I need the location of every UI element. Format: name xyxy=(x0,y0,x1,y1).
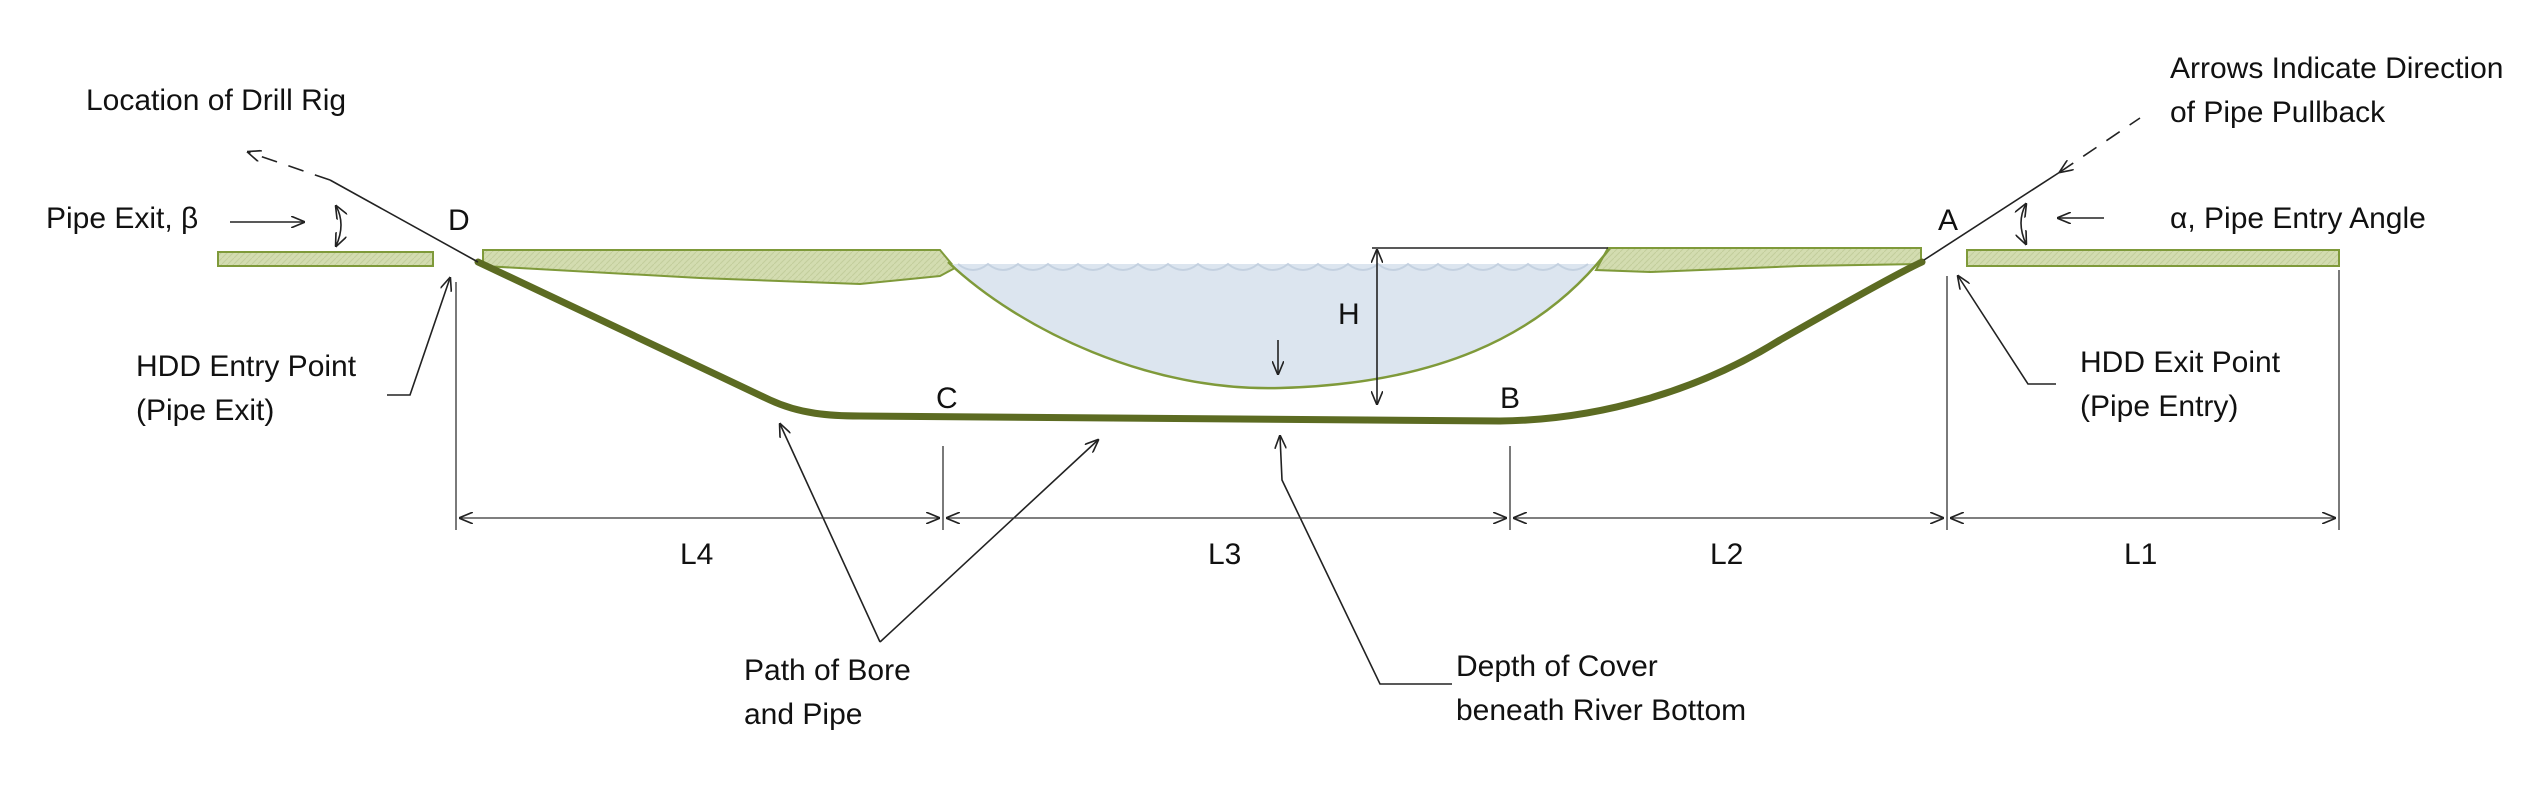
hdd-exit-label-2: (Pipe Entry) xyxy=(2080,390,2238,423)
cover-label-1: Depth of Cover xyxy=(1456,650,1658,683)
ground-left-outer xyxy=(217,251,434,267)
hdd-entry-label-1: HDD Entry Point xyxy=(136,350,357,383)
hdd-exit-label-1: HDD Exit Point xyxy=(2080,346,2281,379)
hdd-entry-label-2: (Pipe Exit) xyxy=(136,394,274,427)
exit-angle-arc xyxy=(336,206,341,246)
point-b-label: B xyxy=(1500,382,1520,415)
bore-leader-1 xyxy=(780,424,881,643)
ground-right-bank xyxy=(1594,247,1922,274)
height-label: H xyxy=(1338,298,1360,331)
point-d-label: D xyxy=(448,204,470,237)
water-surface xyxy=(957,262,1589,271)
bore-path-label-2: and Pipe xyxy=(744,698,862,731)
pipe-entry-angle-label: α, Pipe Entry Angle xyxy=(2170,202,2426,235)
ground-right-outer xyxy=(1966,249,2340,267)
entry-angle-arc xyxy=(2021,204,2026,244)
length-l1-label: L1 xyxy=(2124,538,2157,571)
cover-leader xyxy=(1280,436,1452,685)
drill-rig-dashed xyxy=(248,152,331,181)
cover-label-2: beneath River Bottom xyxy=(1456,694,1746,727)
bore-path-label-1: Path of Bore xyxy=(744,654,911,687)
pullback-dashed xyxy=(2060,117,2141,172)
point-c-label: C xyxy=(936,382,958,415)
length-l4-label: L4 xyxy=(680,538,713,571)
pullback-label-2: of Pipe Pullback xyxy=(2170,96,2386,129)
drill-rig-label: Location of Drill Rig xyxy=(86,84,346,117)
pullback-label-1: Arrows Indicate Direction xyxy=(2170,52,2503,85)
drill-rig-line xyxy=(329,179,479,263)
length-l3-label: L3 xyxy=(1208,538,1241,571)
ground-left-bank xyxy=(482,249,957,286)
bore-leader-2 xyxy=(879,440,1098,643)
pipe-exit-angle-label: Pipe Exit, β xyxy=(46,202,198,235)
point-a-label: A xyxy=(1938,204,1958,237)
hdd-entry-leader xyxy=(387,278,450,396)
hdd-exit-leader xyxy=(1958,276,2056,385)
river-bed xyxy=(947,247,1611,390)
pullback-line xyxy=(1923,171,2061,261)
river-water xyxy=(952,250,1608,389)
length-l2-label: L2 xyxy=(1710,538,1743,571)
bore-path xyxy=(474,258,1926,425)
